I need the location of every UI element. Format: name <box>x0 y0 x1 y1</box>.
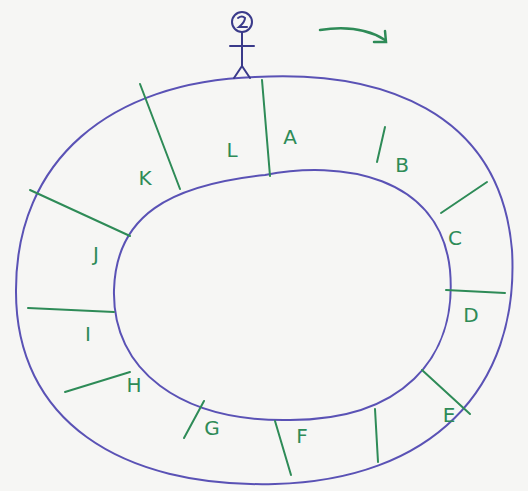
segment-label: I <box>85 324 91 344</box>
segment-label: H <box>126 375 141 395</box>
segment-label: A <box>283 127 297 147</box>
segment-label: K <box>138 168 151 188</box>
segment-label: D <box>463 305 478 325</box>
segment-label: C <box>448 228 462 248</box>
segment-label: B <box>395 155 409 175</box>
outer-ring <box>16 76 512 484</box>
segment-label: L <box>226 140 237 160</box>
segment-label: E <box>443 405 456 425</box>
segment-dividers <box>28 80 505 475</box>
direction-arrow <box>320 28 386 42</box>
inner-ring <box>114 170 451 420</box>
segment-label: G <box>204 418 220 438</box>
segment-label: J <box>93 244 99 264</box>
segment-label: F <box>296 426 308 446</box>
stick-figure <box>230 12 254 78</box>
